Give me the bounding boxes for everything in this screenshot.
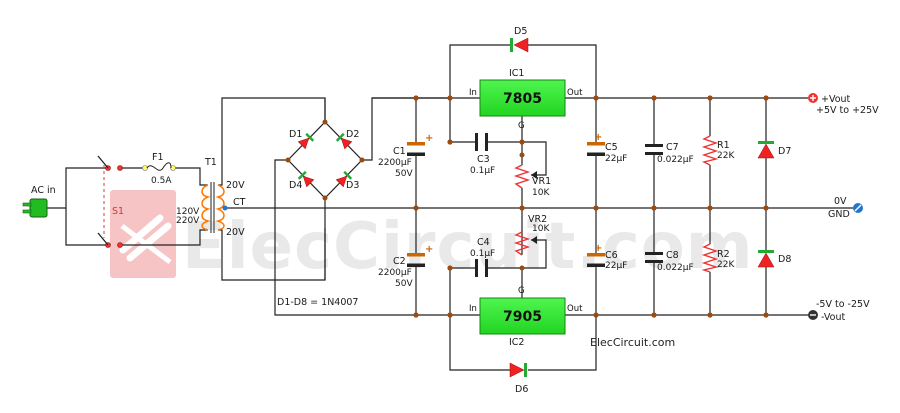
transformer-name: T1	[204, 157, 217, 168]
fuse-rating: 0.5A	[151, 176, 172, 186]
c7-value: 0.022µF	[657, 155, 694, 165]
d8-label: D8	[778, 254, 791, 265]
ic1-in-pin: In	[469, 88, 477, 98]
r2-value: 22K	[717, 260, 735, 270]
switch-s1	[97, 155, 123, 248]
diode-note: D1-D8 = 1N4007	[277, 297, 358, 308]
gnd-label: GND	[828, 209, 850, 220]
c2-name: C2	[393, 256, 406, 267]
capacitor-c5: +	[587, 132, 605, 156]
c4-name: C4	[477, 237, 490, 248]
neg-terminal-icon	[808, 310, 818, 320]
c5-name: C5	[605, 142, 618, 153]
d6-label: D6	[515, 384, 528, 395]
primary-220v: 220V	[176, 216, 200, 226]
capacitor-c4	[475, 259, 488, 277]
credit-text: ElecCircuit.com	[590, 336, 675, 349]
svg-text:+: +	[594, 243, 602, 254]
c3-value: 0.1µF	[470, 166, 495, 176]
vr2-value: 10K	[532, 224, 550, 234]
regulator-ic2	[479, 297, 566, 335]
c1-voltage: 50V	[395, 169, 413, 179]
junction-nodes	[413, 95, 769, 318]
vr1-value: 10K	[532, 188, 550, 198]
d3-label: D3	[346, 180, 359, 191]
gnd-terminal-icon	[853, 203, 863, 213]
primary-120v: 120V	[176, 207, 200, 217]
svg-text:+: +	[594, 132, 602, 143]
c2-value: 2200µF	[378, 268, 412, 278]
ic2-out-pin: Out	[567, 304, 583, 314]
pos-vout-label: +Vout	[821, 94, 851, 105]
c1-name: C1	[393, 146, 406, 157]
regulator-ic1	[479, 79, 566, 117]
ic1-name: IC1	[509, 68, 524, 79]
ac-in-label: AC in	[31, 185, 56, 196]
vr1-name: VR1	[532, 176, 551, 187]
potentiometer-vr1	[513, 152, 537, 189]
neg-vout-label: -Vout	[821, 312, 845, 323]
c1-value: 2200µF	[378, 158, 412, 168]
svg-text:+: +	[425, 133, 433, 144]
neg-range-label: -5V to -25V	[816, 299, 870, 310]
pos-terminal-icon	[808, 93, 818, 103]
pos-range-label: +5V to +25V	[816, 105, 879, 116]
ic2-name: IC2	[509, 337, 524, 348]
c6-value: 22µF	[605, 261, 627, 271]
center-tap-label: CT	[233, 197, 246, 208]
r1-value: 22K	[717, 151, 735, 161]
d1-label: D1	[289, 129, 302, 140]
c2-voltage: 50V	[395, 279, 413, 289]
ac-plug-icon	[22, 198, 48, 218]
secondary-bottom-label: 20V	[226, 227, 245, 238]
diode-d8	[757, 250, 775, 268]
c6-name: C6	[605, 250, 618, 261]
ic1-part: 7805	[503, 91, 542, 107]
d2-label: D2	[346, 129, 359, 140]
ic2-gnd-pin: G	[518, 286, 525, 296]
c8-value: 0.022µF	[657, 263, 694, 273]
d4-label: D4	[289, 180, 302, 191]
resistor-r2	[701, 243, 719, 273]
watermark-text: ElecCircuit.com	[182, 210, 753, 284]
r1-name: R1	[717, 140, 730, 151]
capacitor-c8	[645, 252, 663, 263]
ic1-out-pin: Out	[567, 88, 583, 98]
capacitor-c7	[645, 144, 663, 155]
ic2-in-pin: In	[469, 304, 477, 314]
svg-text:+: +	[425, 244, 433, 255]
capacitor-c3	[475, 133, 488, 151]
capacitor-c2: +	[407, 244, 433, 267]
bridge-diodes	[285, 119, 365, 201]
r2-name: R2	[717, 249, 730, 260]
diode-d5	[510, 37, 529, 53]
c8-name: C8	[666, 250, 679, 261]
d7-label: D7	[778, 146, 791, 157]
c4-value: 0.1µF	[470, 249, 495, 259]
resistor-r1	[701, 135, 719, 166]
potentiometer-vr2	[513, 231, 537, 271]
vr2-name: VR2	[528, 214, 547, 225]
ic1-gnd-pin: G	[518, 121, 525, 131]
ic2-part: 7905	[503, 309, 542, 325]
fuse-f1	[142, 162, 176, 171]
c7-name: C7	[666, 142, 679, 153]
c3-name: C3	[477, 154, 490, 165]
d5-label: D5	[514, 26, 527, 37]
capacitor-c6: +	[587, 243, 605, 267]
fuse-name: F1	[152, 152, 164, 163]
capacitor-c1: +	[407, 133, 433, 156]
transformer-t1	[201, 182, 228, 233]
switch-label: S1	[112, 206, 124, 217]
gnd-0v-label: 0V	[834, 196, 847, 207]
secondary-top-label: 20V	[226, 180, 245, 191]
c5-value: 22µF	[605, 154, 627, 164]
watermark: ElecCircuit.com	[110, 190, 753, 284]
diode-d7	[757, 141, 775, 159]
diode-d6	[509, 362, 527, 378]
